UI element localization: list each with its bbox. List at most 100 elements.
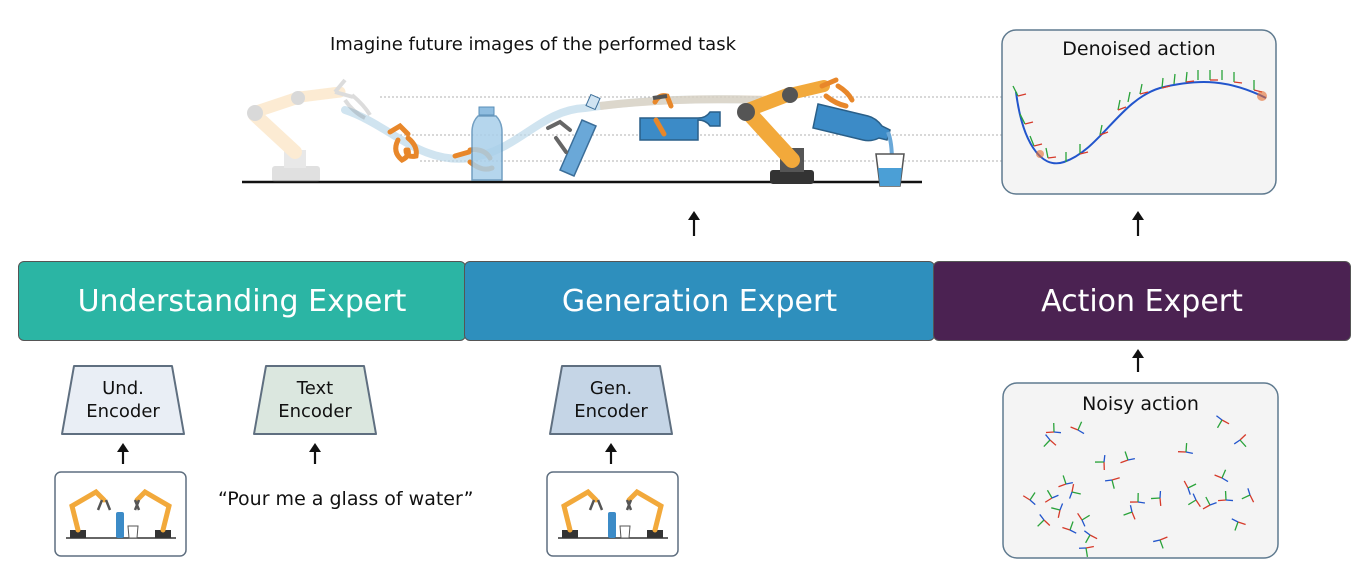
noisy-frame-axis bbox=[1127, 457, 1135, 461]
arrow-action-to-denoised bbox=[1132, 211, 1144, 236]
noisy-frame-axis bbox=[1129, 505, 1133, 513]
noisy-frame-axis bbox=[1085, 545, 1094, 549]
noisy-frame-axis bbox=[1039, 514, 1045, 521]
arrow-text-to-text-encoder bbox=[309, 443, 321, 464]
noisy-frame-axis bbox=[1068, 491, 1073, 499]
noisy-frame-axis bbox=[1071, 484, 1075, 493]
noisy-frame-axis bbox=[1216, 415, 1223, 421]
noisy-frame-axis bbox=[1187, 499, 1197, 506]
noisy-frame-axis bbox=[1043, 519, 1051, 526]
gen-encoder-shape bbox=[549, 365, 673, 435]
noisy-frame-axis bbox=[1049, 439, 1057, 446]
noisy-frame-axis bbox=[1202, 504, 1211, 510]
text-encoder-line2: Encoder bbox=[278, 401, 352, 422]
noisy-frame-axis bbox=[1159, 539, 1164, 549]
noisy-frame-axis bbox=[1069, 521, 1074, 531]
noisy-action-panel bbox=[1002, 382, 1279, 559]
noisy-frame-axis bbox=[1104, 479, 1113, 482]
noisy-frame-axis bbox=[1183, 480, 1189, 489]
noisy-frame-axis bbox=[1187, 487, 1191, 495]
noisy-frame-axis bbox=[1057, 509, 1061, 518]
noisy-frame-axis bbox=[1037, 519, 1045, 527]
noisy-frame-axis bbox=[1077, 512, 1083, 521]
noisy-frame-axis bbox=[1124, 451, 1129, 461]
und-encoder-shape bbox=[61, 365, 185, 435]
noisy-frame-axis bbox=[1081, 519, 1086, 527]
noisy-frame-axis bbox=[1233, 439, 1241, 445]
gen-encoder: Gen. Encoder bbox=[550, 377, 672, 423]
noisy-frame-axis bbox=[1043, 439, 1051, 448]
noisy-frame-axis bbox=[1045, 434, 1051, 441]
noisy-frame-axis bbox=[1085, 547, 1089, 557]
arrows bbox=[117, 211, 1144, 464]
noisy-frame-axis bbox=[1195, 499, 1201, 508]
gen-encoder-line2: Encoder bbox=[574, 401, 648, 422]
noisy-frame-axis bbox=[1046, 489, 1053, 499]
noisy-frame-axis bbox=[1044, 497, 1053, 503]
noisy-frame-axis bbox=[1241, 494, 1251, 500]
noisy-frame-axis bbox=[1029, 499, 1036, 506]
noisy-frame-axis bbox=[1150, 497, 1161, 500]
understanding-expert: Understanding Expert bbox=[18, 261, 466, 341]
noisy-frame-axis bbox=[1239, 434, 1247, 441]
noisy-frame-axis bbox=[1185, 451, 1193, 455]
noisy-frame-axis bbox=[1051, 494, 1059, 499]
noisy-frame-axis bbox=[1247, 488, 1251, 496]
text-encoder: Text Encoder bbox=[254, 377, 376, 423]
robot-arm-faded bbox=[247, 78, 372, 182]
noisy-frame-axis bbox=[1103, 454, 1106, 463]
noisy-frame-axis bbox=[1153, 539, 1161, 543]
noisy-frame-axis bbox=[1111, 477, 1120, 481]
noisy-frame-axis bbox=[1071, 491, 1081, 495]
tilted-bottle-1 bbox=[546, 93, 601, 177]
noisy-frame-axis bbox=[1077, 421, 1083, 431]
noisy-frame-axis bbox=[1062, 475, 1067, 485]
noisy-frame-axis bbox=[1137, 501, 1146, 504]
noisy-frame-axis bbox=[1120, 459, 1129, 464]
noisy-frame-axis bbox=[1234, 521, 1239, 531]
noisy-frame-axis bbox=[1131, 511, 1136, 520]
input-image-und bbox=[54, 471, 187, 557]
text-encoder-line1: Text bbox=[296, 378, 334, 399]
noisy-frame-axis bbox=[1216, 419, 1223, 429]
noisy-frame-axis bbox=[1209, 501, 1217, 506]
noisy-frame-axis bbox=[1239, 439, 1247, 448]
und-encoder: Und. Encoder bbox=[62, 377, 184, 423]
noisy-frame-axis bbox=[1065, 482, 1073, 485]
noisy-frame-axis bbox=[1192, 493, 1197, 501]
noisy-frame-axis bbox=[1249, 494, 1255, 503]
und-encoder-line2: Encoder bbox=[86, 401, 160, 422]
imagined-sequence bbox=[242, 77, 1008, 187]
noisy-frame-axis bbox=[1214, 474, 1223, 479]
text-encoder-shape bbox=[253, 365, 377, 435]
noisy-frame-axis bbox=[1089, 534, 1098, 540]
noisy-frame-axis bbox=[1185, 442, 1188, 453]
denoised-trajectory bbox=[1015, 81, 1267, 165]
noisy-frame-axis bbox=[1062, 526, 1071, 531]
noisy-frame-axis bbox=[1237, 521, 1246, 526]
noisy-frame-axis bbox=[1231, 518, 1239, 523]
arrow-gen-to-images bbox=[688, 211, 700, 236]
arrow-noisy-to-action bbox=[1132, 349, 1144, 372]
noisy-frame-axis bbox=[1123, 511, 1133, 516]
noisy-frame-axis bbox=[1029, 492, 1036, 501]
noisy-frame-axis bbox=[1083, 530, 1091, 536]
arrow-image-to-und-encoder bbox=[117, 443, 129, 464]
noisy-action-title: Noisy action bbox=[1082, 393, 1199, 415]
denoised-action-panel bbox=[1001, 29, 1277, 195]
noisy-frame-axis bbox=[1221, 419, 1230, 425]
denoised-frames bbox=[1012, 70, 1267, 162]
top-caption: Imagine future images of the performed t… bbox=[330, 34, 736, 55]
noisy-frames bbox=[1022, 415, 1255, 557]
arrow-image-to-gen-encoder bbox=[605, 443, 617, 464]
water-bottle-upright bbox=[471, 106, 503, 181]
input-image-gen bbox=[546, 471, 679, 557]
action-expert: Action Expert bbox=[933, 261, 1351, 341]
generation-expert: Generation Expert bbox=[464, 261, 935, 341]
noisy-frame-axis bbox=[1059, 503, 1064, 511]
noisy-frame-axis bbox=[1159, 536, 1168, 541]
noisy-frame-axis bbox=[1221, 477, 1229, 483]
noisy-frame-axis bbox=[1159, 497, 1162, 507]
noisy-frame-axis bbox=[1205, 496, 1211, 506]
